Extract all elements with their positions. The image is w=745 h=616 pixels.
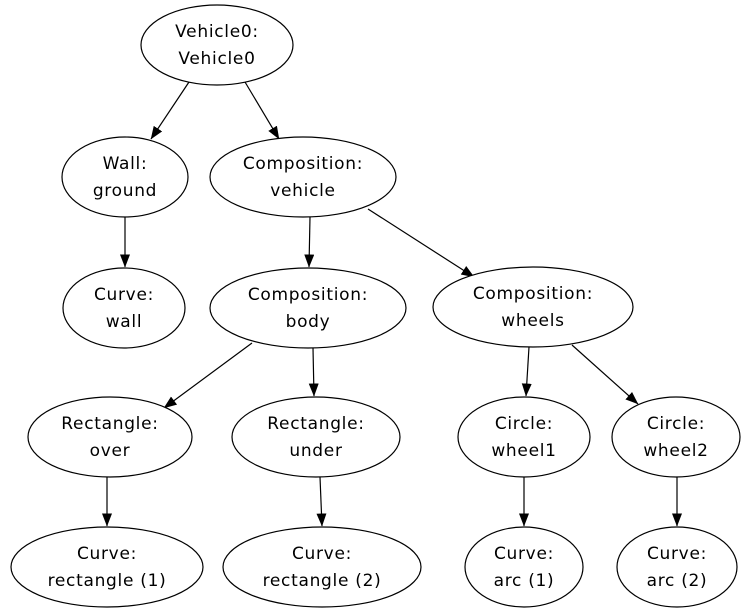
node-circle-wheel2-name-label: wheel2 — [643, 441, 708, 461]
node-curve-rectangle-1-shape — [10, 526, 204, 608]
node-composition-wheels: Composition: wheels — [432, 266, 634, 348]
node-curve-arc-2-type-label: Curve: — [647, 544, 707, 564]
edge-composition-vehicle-to-composition-wheels — [367, 208, 475, 278]
edge-vehicle0-to-wall-ground — [150, 81, 190, 140]
nodes-layer: Vehicle0:Vehicle0Wall:groundComposition:… — [10, 4, 741, 608]
node-curve-wall-shape — [62, 267, 186, 349]
edge-composition-vehicle-to-composition-body — [304, 216, 315, 268]
node-rectangle-under: Rectangle: under — [231, 396, 401, 478]
node-rectangle-over-name-label: over — [90, 441, 131, 461]
node-curve-arc-1-type-label: Curve: — [494, 544, 554, 564]
node-composition-vehicle: Composition: vehicle — [209, 136, 397, 218]
node-composition-vehicle-shape — [209, 136, 397, 218]
node-circle-wheel1-name-label: wheel1 — [491, 441, 556, 461]
node-wall-ground-shape — [61, 136, 189, 218]
node-circle-wheel2-shape — [611, 396, 741, 478]
node-curve-wall-type-label: Curve: — [94, 285, 154, 305]
node-curve-arc-1: Curve: arc (1) — [464, 526, 584, 608]
node-circle-wheel1-shape — [457, 396, 591, 478]
node-wall-ground-name-label: ground — [93, 181, 157, 201]
node-curve-rectangle-1-type-label: Curve: — [77, 544, 137, 564]
node-curve-arc-2-shape — [616, 526, 738, 608]
node-circle-wheel1-type-label: Circle: — [495, 414, 553, 434]
node-composition-body-type-label: Composition: — [248, 285, 368, 305]
node-composition-body: Composition: body — [209, 267, 407, 349]
node-curve-rectangle-2-name-label: rectangle (2) — [263, 571, 382, 591]
edge-composition-wheels-to-circle-wheel1 — [521, 346, 532, 397]
node-composition-vehicle-name-label: vehicle — [270, 181, 335, 201]
node-curve-rectangle-1-name-label: rectangle (1) — [48, 571, 167, 591]
node-curve-arc-2-name-label: arc (2) — [647, 571, 708, 591]
node-wall-ground: Wall: ground — [61, 136, 189, 218]
node-composition-body-name-label: body — [286, 312, 331, 332]
node-composition-wheels-type-label: Composition: — [473, 284, 593, 304]
node-rectangle-over: Rectangle: over — [27, 396, 193, 478]
node-rectangle-under-shape — [231, 396, 401, 478]
node-composition-wheels-shape — [432, 266, 634, 348]
edge-composition-body-to-rectangle-over — [163, 342, 253, 409]
node-rectangle-under-name-label: under — [289, 441, 342, 461]
node-curve-rectangle-2: Curve: rectangle (2) — [222, 526, 422, 608]
node-curve-rectangle-2-shape — [222, 526, 422, 608]
node-circle-wheel2-type-label: Circle: — [647, 414, 705, 434]
node-vehicle0-name-label: Vehicle0 — [178, 49, 255, 69]
node-wall-ground-type-label: Wall: — [103, 154, 148, 174]
node-composition-vehicle-type-label: Composition: — [243, 154, 363, 174]
node-curve-arc-1-shape — [464, 526, 584, 608]
node-circle-wheel2: Circle: wheel2 — [611, 396, 741, 478]
node-vehicle0: Vehicle0: Vehicle0 — [140, 4, 294, 86]
edges-layer — [102, 81, 682, 527]
node-rectangle-over-shape — [27, 396, 193, 478]
node-curve-rectangle-1: Curve: rectangle (1) — [10, 526, 204, 608]
node-rectangle-over-type-label: Rectangle: — [61, 414, 158, 434]
node-curve-rectangle-2-type-label: Curve: — [292, 544, 352, 564]
node-curve-wall: Curve: wall — [62, 267, 186, 349]
node-vehicle0-type-label: Vehicle0: — [175, 22, 259, 42]
node-composition-body-shape — [209, 267, 407, 349]
node-composition-wheels-name-label: wheels — [501, 311, 564, 331]
edge-vehicle0-to-composition-vehicle — [244, 81, 280, 140]
node-circle-wheel1: Circle: wheel1 — [457, 396, 591, 478]
node-vehicle0-shape — [140, 4, 294, 86]
node-rectangle-under-type-label: Rectangle: — [267, 414, 364, 434]
node-curve-wall-name-label: wall — [106, 312, 143, 332]
node-curve-arc-1-name-label: arc (1) — [494, 571, 555, 591]
edge-composition-wheels-to-circle-wheel2 — [571, 344, 639, 405]
edge-composition-body-to-rectangle-under — [308, 347, 319, 397]
edge-rectangle-under-to-curve-rectangle-2 — [316, 476, 327, 527]
node-curve-arc-2: Curve: arc (2) — [616, 526, 738, 608]
